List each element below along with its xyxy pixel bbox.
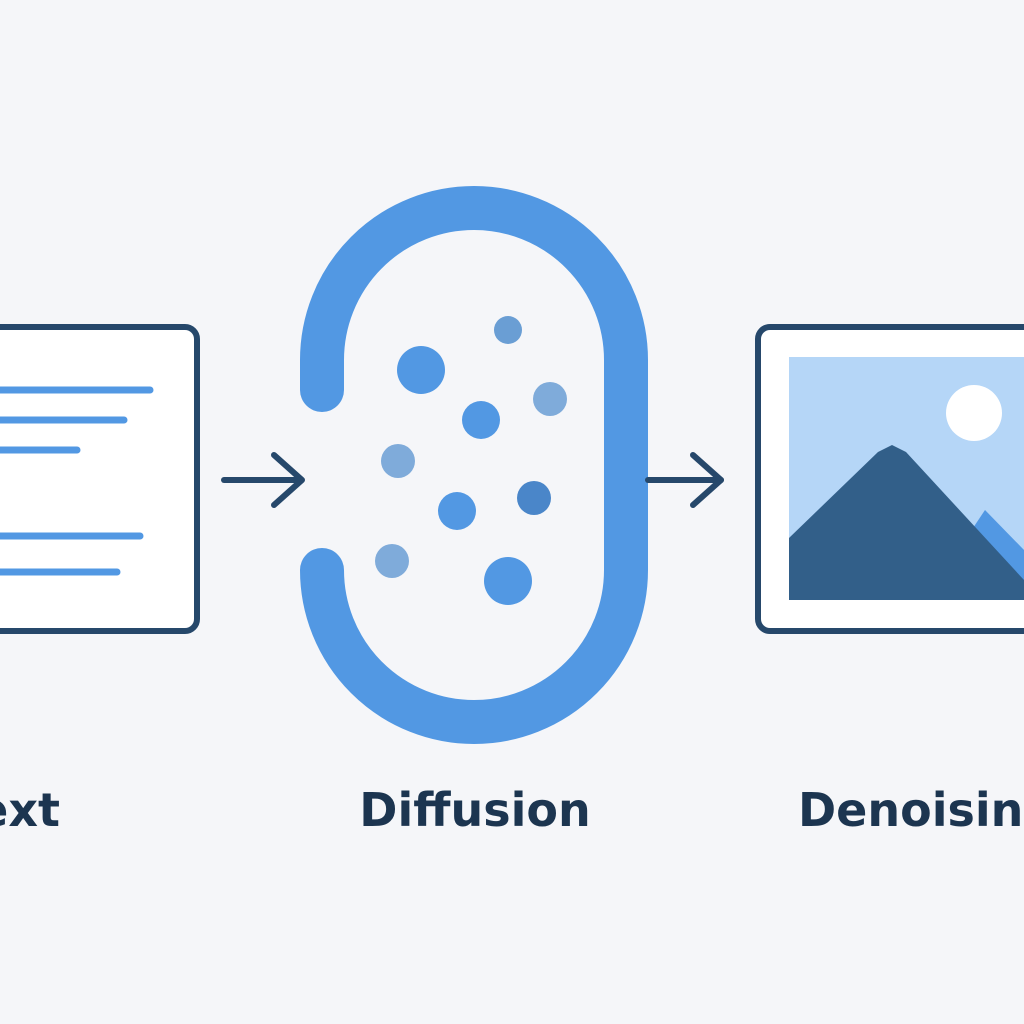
noise-particle [381, 444, 415, 478]
arrow-right-icon [645, 452, 724, 508]
arrow-head [690, 452, 724, 508]
noise-particle [484, 557, 532, 605]
noise-particle [462, 401, 500, 439]
noise-loop-icon [300, 186, 648, 744]
noise-particle [517, 481, 551, 515]
step-label-diffusion: Diffusion [359, 783, 591, 837]
noise-particle [438, 492, 476, 530]
document-frame [0, 324, 200, 634]
step-label-text: Text [0, 783, 60, 837]
arrow-head [271, 452, 305, 508]
arrow-right-icon [221, 452, 305, 508]
document-icon [0, 324, 200, 634]
step-label-denoising: Denoising [798, 783, 1024, 837]
noise-particle [397, 346, 445, 394]
landscape-image-icon [755, 324, 1024, 634]
noise-particle [375, 544, 409, 578]
mountain-large [789, 445, 1024, 600]
noise-particle [494, 316, 522, 344]
sun-icon [946, 385, 1002, 441]
diffusion-loop [300, 186, 648, 744]
noise-particle [533, 382, 567, 416]
